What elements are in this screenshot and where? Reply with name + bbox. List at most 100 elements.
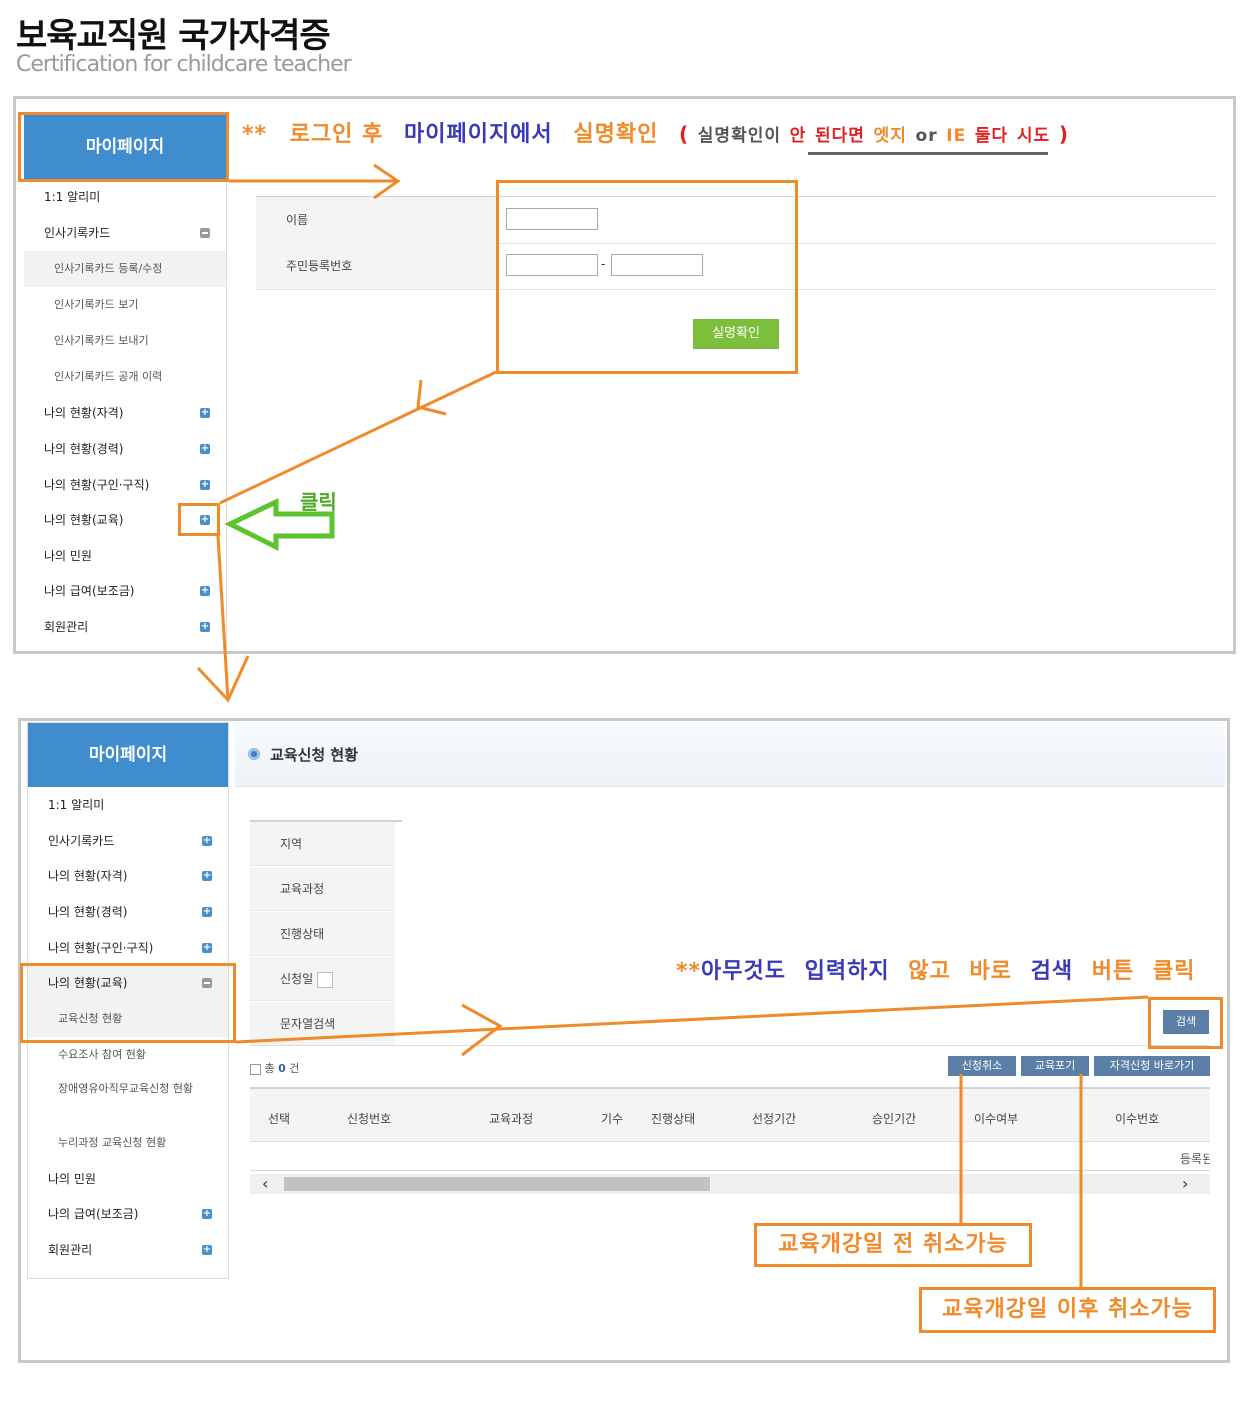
expand-icon[interactable]: + — [202, 1208, 212, 1219]
sidebar-item-label: 나의 현황(구인·구직) — [44, 478, 150, 492]
top-sidebar-item-salary[interactable]: 나의 급여(보조금) + — [24, 573, 226, 609]
rrn-front-input[interactable] — [506, 254, 598, 276]
col-status: 진행상태 — [651, 1112, 696, 1126]
sidebar-item-label: 인사기록카드 — [44, 226, 111, 240]
total-count: 총 0 건 — [250, 1060, 299, 1076]
content-title: 교육신청 현황 — [270, 746, 359, 764]
total-number: 0 — [278, 1062, 286, 1075]
note-text: 입력하지 — [804, 959, 890, 984]
sidebar-item-label: 나의 현황(교육) — [44, 513, 124, 527]
top-sidebar-item-status-edu[interactable]: 나의 현황(교육) + — [24, 502, 226, 538]
highlight-mypage-box — [18, 112, 229, 182]
col-course: 교육과정 — [489, 1112, 534, 1126]
bottom-sidebar-item-edu-apply-status[interactable]: 교육신청 현황 — [28, 1001, 228, 1037]
top-sidebar-item-member[interactable]: 회원관리+ — [24, 609, 226, 645]
bottom-sidebar-item-member[interactable]: 회원관리+ — [28, 1232, 228, 1268]
callout-before-start: 교육개강일 전 취소가능 — [754, 1223, 1032, 1267]
sidebar-item-label: 인사기록카드 등록/수정 — [54, 262, 163, 275]
expand-icon[interactable]: + — [200, 621, 210, 632]
scroll-right-icon[interactable]: › — [1182, 1174, 1189, 1193]
top-sidebar-item-hrcard-send[interactable]: 인사기록카드 보내기 — [24, 323, 226, 359]
top-sidebar-item-hrcard-history[interactable]: 인사기록카드 공개 이력 — [24, 359, 226, 395]
note-text: 검색 — [1030, 959, 1074, 984]
expand-icon[interactable]: + — [200, 585, 210, 596]
expand-icon[interactable]: + — [202, 870, 212, 881]
note-text: 버튼 — [1091, 959, 1135, 984]
calendar-checkbox[interactable] — [317, 971, 334, 988]
sidebar-item-label: 1:1 알리미 — [48, 798, 105, 812]
rrn-back-input[interactable] — [611, 254, 703, 276]
expand-icon[interactable]: + — [200, 407, 210, 418]
note-text: 바로 — [969, 959, 1012, 984]
cancel-application-button[interactable]: 신청취소 — [948, 1056, 1016, 1076]
top-screenshot-panel — [13, 96, 1236, 654]
sidebar-item-label: 나의 현황(구인·구직) — [48, 941, 154, 955]
sidebar-item-label: 나의 현황(경력) — [44, 442, 124, 456]
filter-top-line — [250, 820, 402, 822]
note-text: ) — [1058, 122, 1069, 146]
click-label: 클릭 — [300, 490, 337, 514]
click-arrow-icon — [224, 498, 335, 552]
col-term: 기수 — [601, 1112, 624, 1126]
bottom-sidebar-item-salary[interactable]: 나의 급여(보조금)+ — [28, 1196, 228, 1232]
sidebar-item-label: 장애영유아직무교육신청 현황 — [58, 1082, 194, 1095]
note-text: 둘다 — [974, 126, 1009, 146]
note-text: 아무것도 — [701, 959, 786, 984]
content-header — [235, 722, 1225, 787]
bottom-sidebar-item-hrcard[interactable]: 인사기록카드+ — [28, 823, 228, 859]
expand-icon[interactable]: + — [200, 514, 210, 525]
bottom-sidebar-item-status-cert[interactable]: 나의 현황(자격)+ — [28, 858, 228, 894]
table-bottom-line — [250, 1170, 1210, 1171]
scrollbar-thumb[interactable] — [284, 1177, 710, 1191]
bottom-sidebar-item-survey[interactable]: 수요조사 참여 현황 — [28, 1037, 228, 1073]
collapse-icon[interactable] — [200, 228, 210, 238]
top-sidebar-item-hrcard[interactable]: 인사기록카드 — [24, 215, 226, 251]
go-cert-application-button[interactable]: 자격신청 바로가기 — [1094, 1056, 1210, 1076]
expand-icon[interactable]: + — [202, 906, 212, 917]
note-stars: ** — [676, 959, 702, 984]
bottom-instruction-note: **아무것도 입력하지 않고 바로 검색 버튼 클릭 — [676, 953, 1195, 985]
bottom-sidebar-item-nuri[interactable]: 누리과정 교육신청 현황 — [28, 1125, 228, 1161]
arrow-to-form-head — [373, 163, 401, 200]
sidebar-item-label: 나의 민원 — [48, 1172, 96, 1186]
collapse-icon[interactable] — [202, 978, 212, 988]
top-sidebar-item-hrcard-view[interactable]: 인사기록카드 보기 — [24, 287, 226, 323]
sidebar-item-label: 수요조사 참여 현황 — [58, 1048, 146, 1061]
top-sidebar-item-status-cert[interactable]: 나의 현황(자격)+ — [24, 395, 226, 431]
top-sidebar-item-status-career[interactable]: 나의 현황(경력) + — [24, 431, 226, 467]
scroll-left-icon[interactable]: ‹ — [262, 1174, 269, 1193]
sidebar-item-label: 나의 급여(보조금) — [44, 584, 135, 598]
give-up-education-button[interactable]: 교육포기 — [1021, 1056, 1089, 1076]
empty-table-message: 등록된 — [1180, 1152, 1210, 1166]
bottom-sidebar-item-status-job[interactable]: 나의 현황(구인·구직) + — [28, 930, 228, 966]
sidebar-item-label: 1:1 알리미 — [44, 190, 101, 204]
top-sidebar-item-status-job[interactable]: 나의 현황(구인·구직) + — [24, 467, 226, 503]
filter-status-label: 진행상태 — [250, 912, 395, 956]
name-row: 이름 — [256, 197, 1216, 244]
expand-icon[interactable]: + — [202, 835, 212, 846]
name-input[interactable] — [506, 208, 598, 230]
note-text: ( — [678, 122, 690, 146]
bottom-sidebar-item-status-edu[interactable]: 나의 현황(교육) — [28, 965, 228, 1001]
sidebar-item-label: 나의 민원 — [44, 549, 92, 563]
top-sidebar-item-alimi[interactable]: 1:1 알리미 — [24, 179, 226, 215]
expand-icon[interactable]: + — [200, 443, 210, 454]
bullet-icon — [248, 748, 260, 760]
bottom-sidebar-item-alimi[interactable]: 1:1 알리미 — [28, 787, 228, 823]
expand-icon[interactable]: + — [202, 1244, 212, 1255]
note-text: 엣지 — [873, 126, 907, 146]
top-sidebar: 마이페이지 1:1 알리미 인사기록카드 인사기록카드 등록/수정 인사기록카드… — [24, 115, 227, 650]
bottom-sidebar-item-disabled-edu[interactable]: 장애영유아직무교육신청 현황 — [28, 1077, 228, 1125]
expand-icon[interactable]: + — [200, 479, 210, 490]
bottom-sidebar-item-status-career[interactable]: 나의 현황(경력)+ — [28, 894, 228, 930]
page-subtitle: Certification for childcare teacher — [16, 52, 352, 77]
search-button[interactable]: 검색 — [1163, 1010, 1209, 1034]
top-sidebar-item-complaint[interactable]: 나의 민원 — [24, 538, 226, 574]
verify-button[interactable]: 실명확인 — [693, 319, 779, 349]
top-sidebar-item-hrcard-edit[interactable]: 인사기록카드 등록/수정 — [24, 251, 226, 287]
expand-icon[interactable]: + — [202, 942, 212, 953]
note-text: 된다면 — [814, 126, 865, 146]
note-text: or — [915, 126, 938, 146]
bottom-sidebar-item-complaint[interactable]: 나의 민원 — [28, 1161, 228, 1197]
note-text: 않고 — [908, 959, 951, 984]
